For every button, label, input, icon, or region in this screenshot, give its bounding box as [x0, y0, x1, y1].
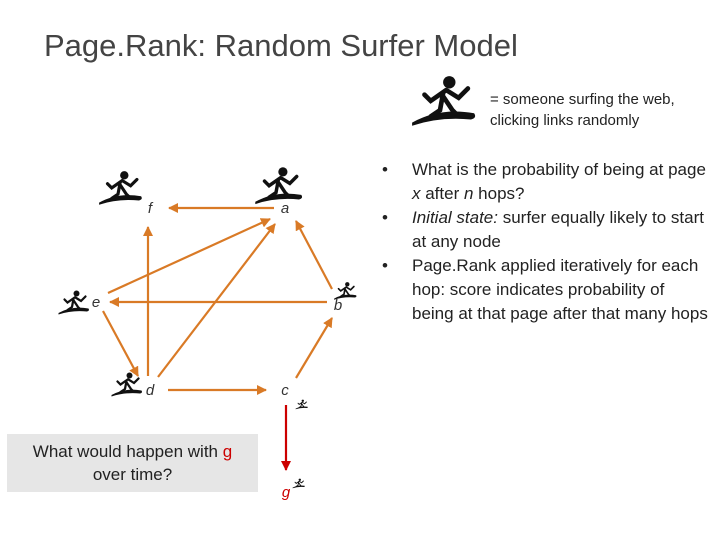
node-b: b: [327, 294, 349, 316]
graph-edges: [102, 203, 333, 471]
bullet-2-text: surfer equally likely to start at any no…: [412, 208, 704, 251]
bullet-2-label: Initial state:: [412, 208, 498, 227]
node-e: e: [85, 291, 107, 313]
bullet-1-text-c: hops?: [473, 184, 525, 203]
edge-d-a: [157, 223, 276, 378]
edge-b-a: [295, 220, 333, 290]
question-text-before: What would happen with: [32, 442, 223, 461]
surfer-legend-line-1: = someone surfing the web,: [490, 91, 675, 108]
bullet-3-text: Page.Rank applied iteratively for each h…: [412, 256, 708, 323]
node-f: f: [139, 197, 161, 219]
surfer-icon: [253, 165, 304, 206]
surfer-icon: [412, 76, 475, 126]
node-b-label: b: [334, 297, 342, 314]
bullet-1-var-n: n: [463, 184, 474, 203]
bullet-iterative: Page.Rank applied iteratively for each h…: [380, 254, 710, 326]
bullet-probability: What is the probability of being at page…: [380, 158, 710, 206]
bullet-1-var-x: x: [412, 184, 421, 203]
surfer-icon: [57, 289, 91, 316]
question-node-g: g: [222, 442, 233, 461]
surfer-icon: [97, 169, 144, 207]
edge-e-a: [107, 217, 271, 295]
page-title: Page.Rank: Random Surfer Model: [44, 28, 518, 63]
node-a: a: [274, 197, 296, 219]
bullet-1-text-a: What is the probability of being at page: [412, 160, 706, 179]
edge-c-b: [295, 317, 333, 379]
node-g: g: [275, 481, 297, 503]
surfer-icon: [292, 478, 306, 489]
question-text-after: over time?: [92, 465, 173, 484]
surfer-legend: = someone surfing the web, clicking link…: [490, 89, 675, 131]
node-e-label: e: [92, 294, 100, 311]
bullet-initial-state: Initial state: surfer equally likely to …: [380, 206, 710, 254]
surfer-icon: [333, 281, 358, 301]
surfer-icon: [295, 399, 309, 410]
surfer-legend-line-2: clicking links randomly: [490, 112, 640, 129]
node-f-label: f: [148, 200, 154, 217]
node-c: c: [274, 379, 296, 401]
question-box: What would happen with g over time?: [7, 434, 258, 492]
bullet-1-text-b: after: [420, 184, 464, 203]
node-g-label: g: [282, 484, 291, 501]
node-d-label: d: [146, 382, 155, 399]
edge-e-d: [102, 310, 139, 377]
node-a-label: a: [281, 200, 289, 217]
bullet-list: What is the probability of being at page…: [380, 158, 710, 326]
node-d: d: [139, 379, 161, 401]
node-c-label: c: [281, 382, 289, 399]
